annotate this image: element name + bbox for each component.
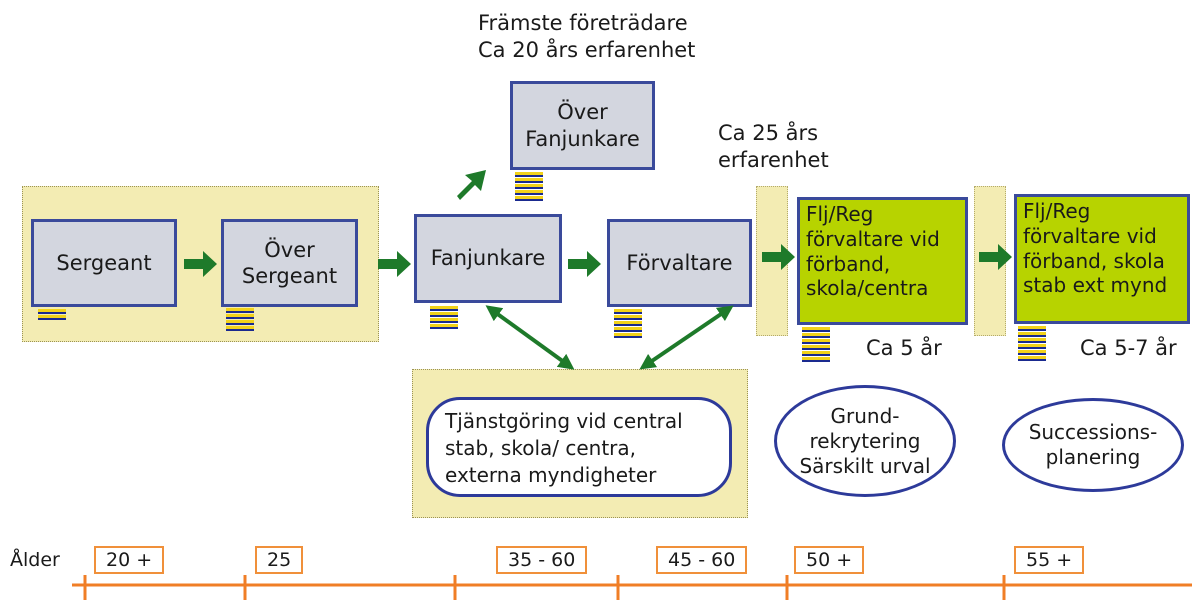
rank-insignia xyxy=(226,308,254,332)
rank-flj-reg-forvaltare-1: Flj/Reg förvaltare vid förband, skola/ce… xyxy=(797,197,968,325)
arrow-right-5 xyxy=(979,244,1012,270)
age-marker-20: 20 + xyxy=(94,546,165,574)
rank-sergeant: Sergeant xyxy=(31,219,177,307)
top-experience-note: Främste företrädare Ca 20 års erfarenhet xyxy=(478,11,696,63)
right-experience-note: Ca 25 års erfarenhet xyxy=(718,121,829,173)
rank-insignia xyxy=(38,309,66,321)
arrow-right-1 xyxy=(184,251,217,277)
age-marker-35-60: 35 - 60 xyxy=(496,546,588,574)
age-marker-25: 25 xyxy=(255,546,304,574)
duration-second: Ca 5-7 år xyxy=(1080,336,1177,360)
duration-first: Ca 5 år xyxy=(866,336,942,360)
rank-fanjunkare: Fanjunkare xyxy=(414,214,562,303)
age-timeline xyxy=(72,575,1192,600)
rank-flj-reg-forvaltare-2: Flj/Reg förvaltare vid förband, skola st… xyxy=(1014,194,1190,324)
rank-insignia xyxy=(802,327,830,363)
rank-insignia xyxy=(614,309,642,339)
age-marker-55: 55 + xyxy=(1014,546,1085,574)
rank-insignia xyxy=(515,172,543,202)
recruitment-oval: Grund- rekrytering Särskilt urval xyxy=(774,385,956,497)
arrow-right-4 xyxy=(762,244,795,270)
arrow-right-3 xyxy=(568,251,601,277)
rank-over-fanjunkare: Över Fanjunkare xyxy=(510,81,655,170)
arrow-up-right xyxy=(457,170,486,200)
rank-insignia xyxy=(430,306,458,330)
arrow-fanjunkare-service xyxy=(485,305,575,370)
rank-forvaltare: Förvaltare xyxy=(607,219,752,307)
succession-oval: Successions- planering xyxy=(1002,398,1184,492)
arrow-right-2 xyxy=(378,251,411,277)
age-axis-label: Ålder xyxy=(10,549,60,571)
age-marker-45-60: 45 - 60 xyxy=(656,546,748,574)
rank-insignia xyxy=(1018,326,1046,362)
rank-over-sergeant: Över Sergeant xyxy=(221,219,358,307)
central-service-box: Tjänstgöring vid central stab, skola/ ce… xyxy=(426,397,732,497)
arrow-forvaltare-service xyxy=(639,305,734,370)
age-marker-50: 50 + xyxy=(794,546,865,574)
